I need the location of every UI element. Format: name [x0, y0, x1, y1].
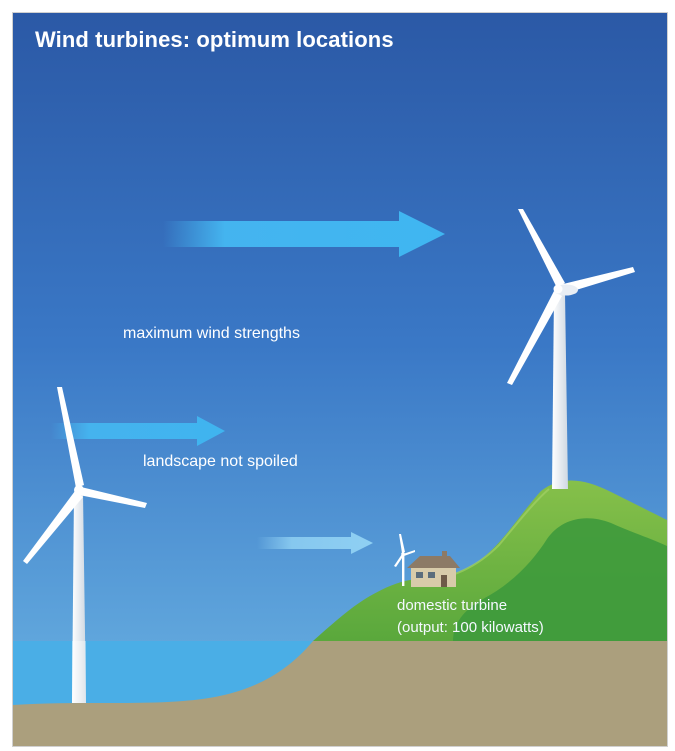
- domestic-turbine-pole: [402, 553, 405, 586]
- large-turbine: [507, 209, 635, 489]
- large-turbine-blade-up: [518, 209, 565, 288]
- label-domestic-turbine-output: (output: 100 kilowatts): [397, 619, 544, 636]
- sea-turbine: [23, 387, 147, 703]
- house-window-1: [416, 572, 423, 578]
- sea-turbine-blade-up: [57, 387, 84, 488]
- wind-arrow-large: [163, 211, 445, 257]
- sea-turbine-blade-down: [23, 491, 83, 564]
- wind-arrow-small: [257, 532, 373, 554]
- house-chimney: [442, 551, 447, 559]
- domestic-turbine-hub: [401, 552, 405, 556]
- hill-shade: [453, 518, 667, 641]
- wind-arrow-medium: [51, 416, 225, 446]
- sea-turbine-blade-right: [79, 487, 147, 508]
- label-maximum-wind-strengths: maximum wind strengths: [123, 325, 300, 342]
- wind-turbine-scene: [13, 13, 667, 746]
- ground: [13, 641, 667, 746]
- sea-turbine-hub: [74, 485, 84, 495]
- large-turbine-hub: [553, 284, 563, 294]
- house-door: [441, 575, 447, 587]
- domestic-turbine-blade-up: [399, 534, 405, 553]
- large-turbine-blade-down: [507, 291, 562, 385]
- diagram-title: Wind turbines: optimum locations: [35, 27, 394, 52]
- domestic-turbine-blade-right: [403, 550, 415, 556]
- label-landscape-not-spoiled: landscape not spoiled: [143, 453, 298, 470]
- house: [407, 551, 460, 587]
- sea-turbine-tower: [72, 493, 86, 703]
- large-turbine-blade-right: [559, 267, 635, 294]
- large-turbine-tower: [552, 293, 568, 489]
- sea-turbine-reflection: [72, 641, 86, 703]
- domestic-turbine: [394, 534, 415, 586]
- label-domestic-turbine: domestic turbine: [397, 597, 508, 614]
- diagram-frame: Wind turbines: optimum locations maximum…: [12, 12, 668, 747]
- domestic-turbine-blade-down: [394, 554, 404, 567]
- house-window-2: [428, 572, 435, 578]
